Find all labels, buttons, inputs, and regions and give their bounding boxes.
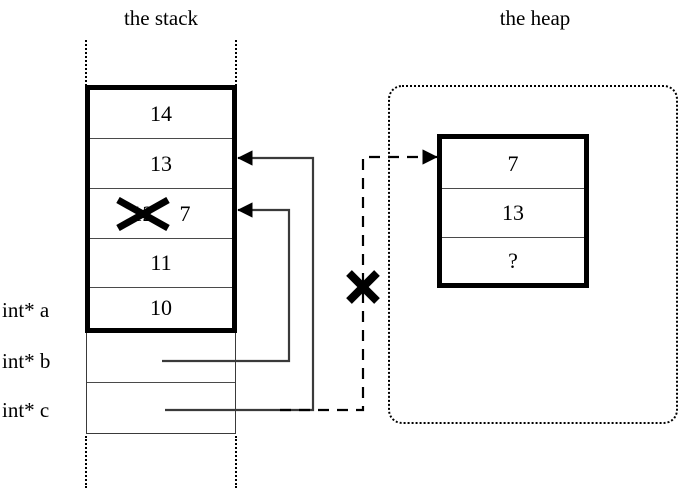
invalid-pointer-x-icon bbox=[346, 270, 380, 304]
stack-cell-3-value: 11 bbox=[150, 250, 172, 275]
stack-title: the stack bbox=[123, 6, 199, 30]
stack-locals-block bbox=[86, 333, 236, 434]
stack-guide-line-right-bottom bbox=[235, 436, 237, 488]
strikethrough-x-icon bbox=[115, 196, 170, 231]
heap-cell-1: 13 bbox=[442, 189, 584, 238]
variable-label-a: int* a bbox=[2, 298, 50, 322]
stack-cell-2: 12 7 bbox=[90, 189, 232, 239]
heap-cell-1-value: 13 bbox=[502, 200, 524, 225]
stack-cell-0: 14 bbox=[90, 90, 232, 139]
stack-cell-4: 10 bbox=[90, 288, 232, 328]
heap-allocated-block: 7 13 ? bbox=[437, 134, 589, 288]
stack-cell-2-new-value: 7 bbox=[179, 200, 191, 226]
stack-cell-3: 11 bbox=[90, 239, 232, 288]
stack-guide-line-left-bottom bbox=[85, 436, 87, 488]
stack-cell-2-struck-group: 12 bbox=[115, 196, 170, 231]
stack-cell-1-value: 13 bbox=[150, 150, 172, 176]
variable-label-c: int* c bbox=[2, 398, 50, 422]
stack-frame-block: 14 13 12 7 11 10 bbox=[85, 85, 237, 333]
stack-local-cell-b bbox=[87, 333, 235, 383]
variable-label-b: int* b bbox=[2, 349, 51, 373]
stack-cell-0-value: 14 bbox=[150, 101, 172, 126]
heap-cell-2-value: ? bbox=[508, 247, 518, 273]
stack-cell-1: 13 bbox=[90, 139, 232, 189]
stack-local-cell-c bbox=[87, 383, 235, 433]
heap-cell-2: ? bbox=[442, 238, 584, 283]
heap-title: the heap bbox=[499, 6, 571, 30]
stack-guide-line-right-top bbox=[235, 40, 237, 86]
stack-cell-4-value: 10 bbox=[150, 295, 172, 320]
heap-cell-0: 7 bbox=[442, 139, 584, 189]
heap-cell-0-value: 7 bbox=[507, 150, 519, 176]
stack-guide-line-left-top bbox=[85, 40, 87, 86]
